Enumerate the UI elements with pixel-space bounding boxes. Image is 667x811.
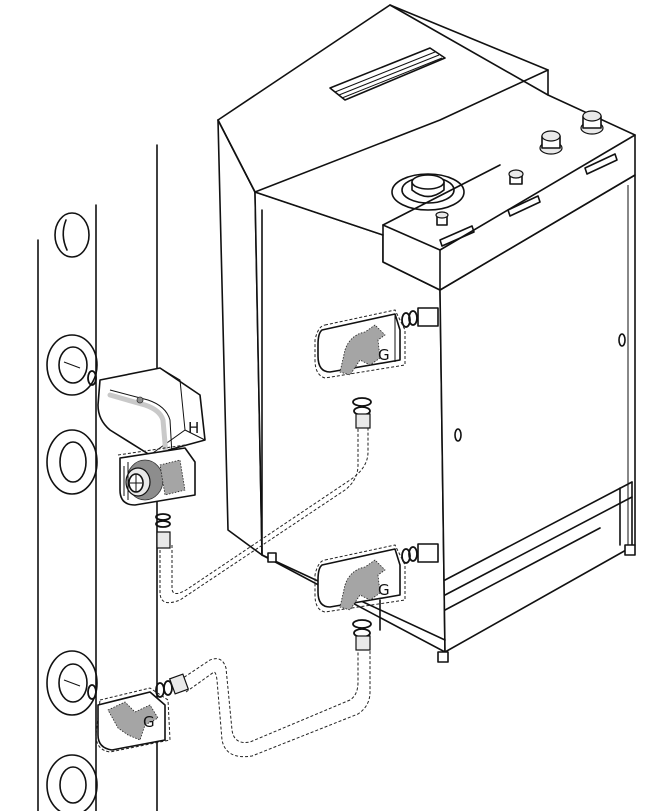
wall-pipe-opening-5 [46, 754, 98, 811]
wall-pipe-opening-4 [46, 650, 98, 716]
valve-label-g-upper: G [378, 346, 390, 364]
door-knob-icon [618, 333, 626, 347]
wall-section [37, 144, 158, 811]
hose-fitting-lower-left [155, 673, 190, 698]
control-knob-icon [539, 130, 563, 155]
boiler-connection-upper [401, 307, 439, 328]
valve-g-wall: G [87, 684, 171, 753]
flexible-hose-2 [179, 640, 371, 758]
valve-label-g-lower: G [378, 581, 390, 599]
panel-slot [439, 225, 475, 247]
boiler-connection-lower [401, 543, 439, 564]
seal-ring-icon [87, 684, 97, 700]
valve-g-lower: G [314, 544, 406, 613]
boiler [217, 4, 636, 663]
valve-label-g-wall: G [143, 713, 155, 731]
flexible-hose-1 [159, 420, 369, 604]
wall-pipe-opening-2 [46, 334, 98, 396]
panel-slot [584, 153, 618, 175]
gauge-icon [508, 169, 524, 185]
door-knob-icon [454, 428, 462, 442]
wall-pipe-opening-3 [46, 429, 98, 495]
hose-fitting-upper-left [155, 513, 171, 549]
wall-pipe-opening-1 [54, 212, 90, 258]
hose-fitting-upper-right [352, 397, 372, 429]
control-knob-icon [580, 110, 604, 135]
vent-grille [329, 47, 446, 101]
sensor-icon [435, 211, 449, 226]
heating-module-h: H [87, 367, 206, 458]
panel-slot [507, 195, 541, 217]
flue-collar [391, 173, 465, 211]
module-label-h: H [188, 419, 199, 437]
valve-g-upper: G [314, 309, 406, 379]
circulation-pump [117, 444, 196, 506]
seal-ring-icon [87, 370, 97, 386]
hose-fitting-lower-right [352, 619, 372, 651]
